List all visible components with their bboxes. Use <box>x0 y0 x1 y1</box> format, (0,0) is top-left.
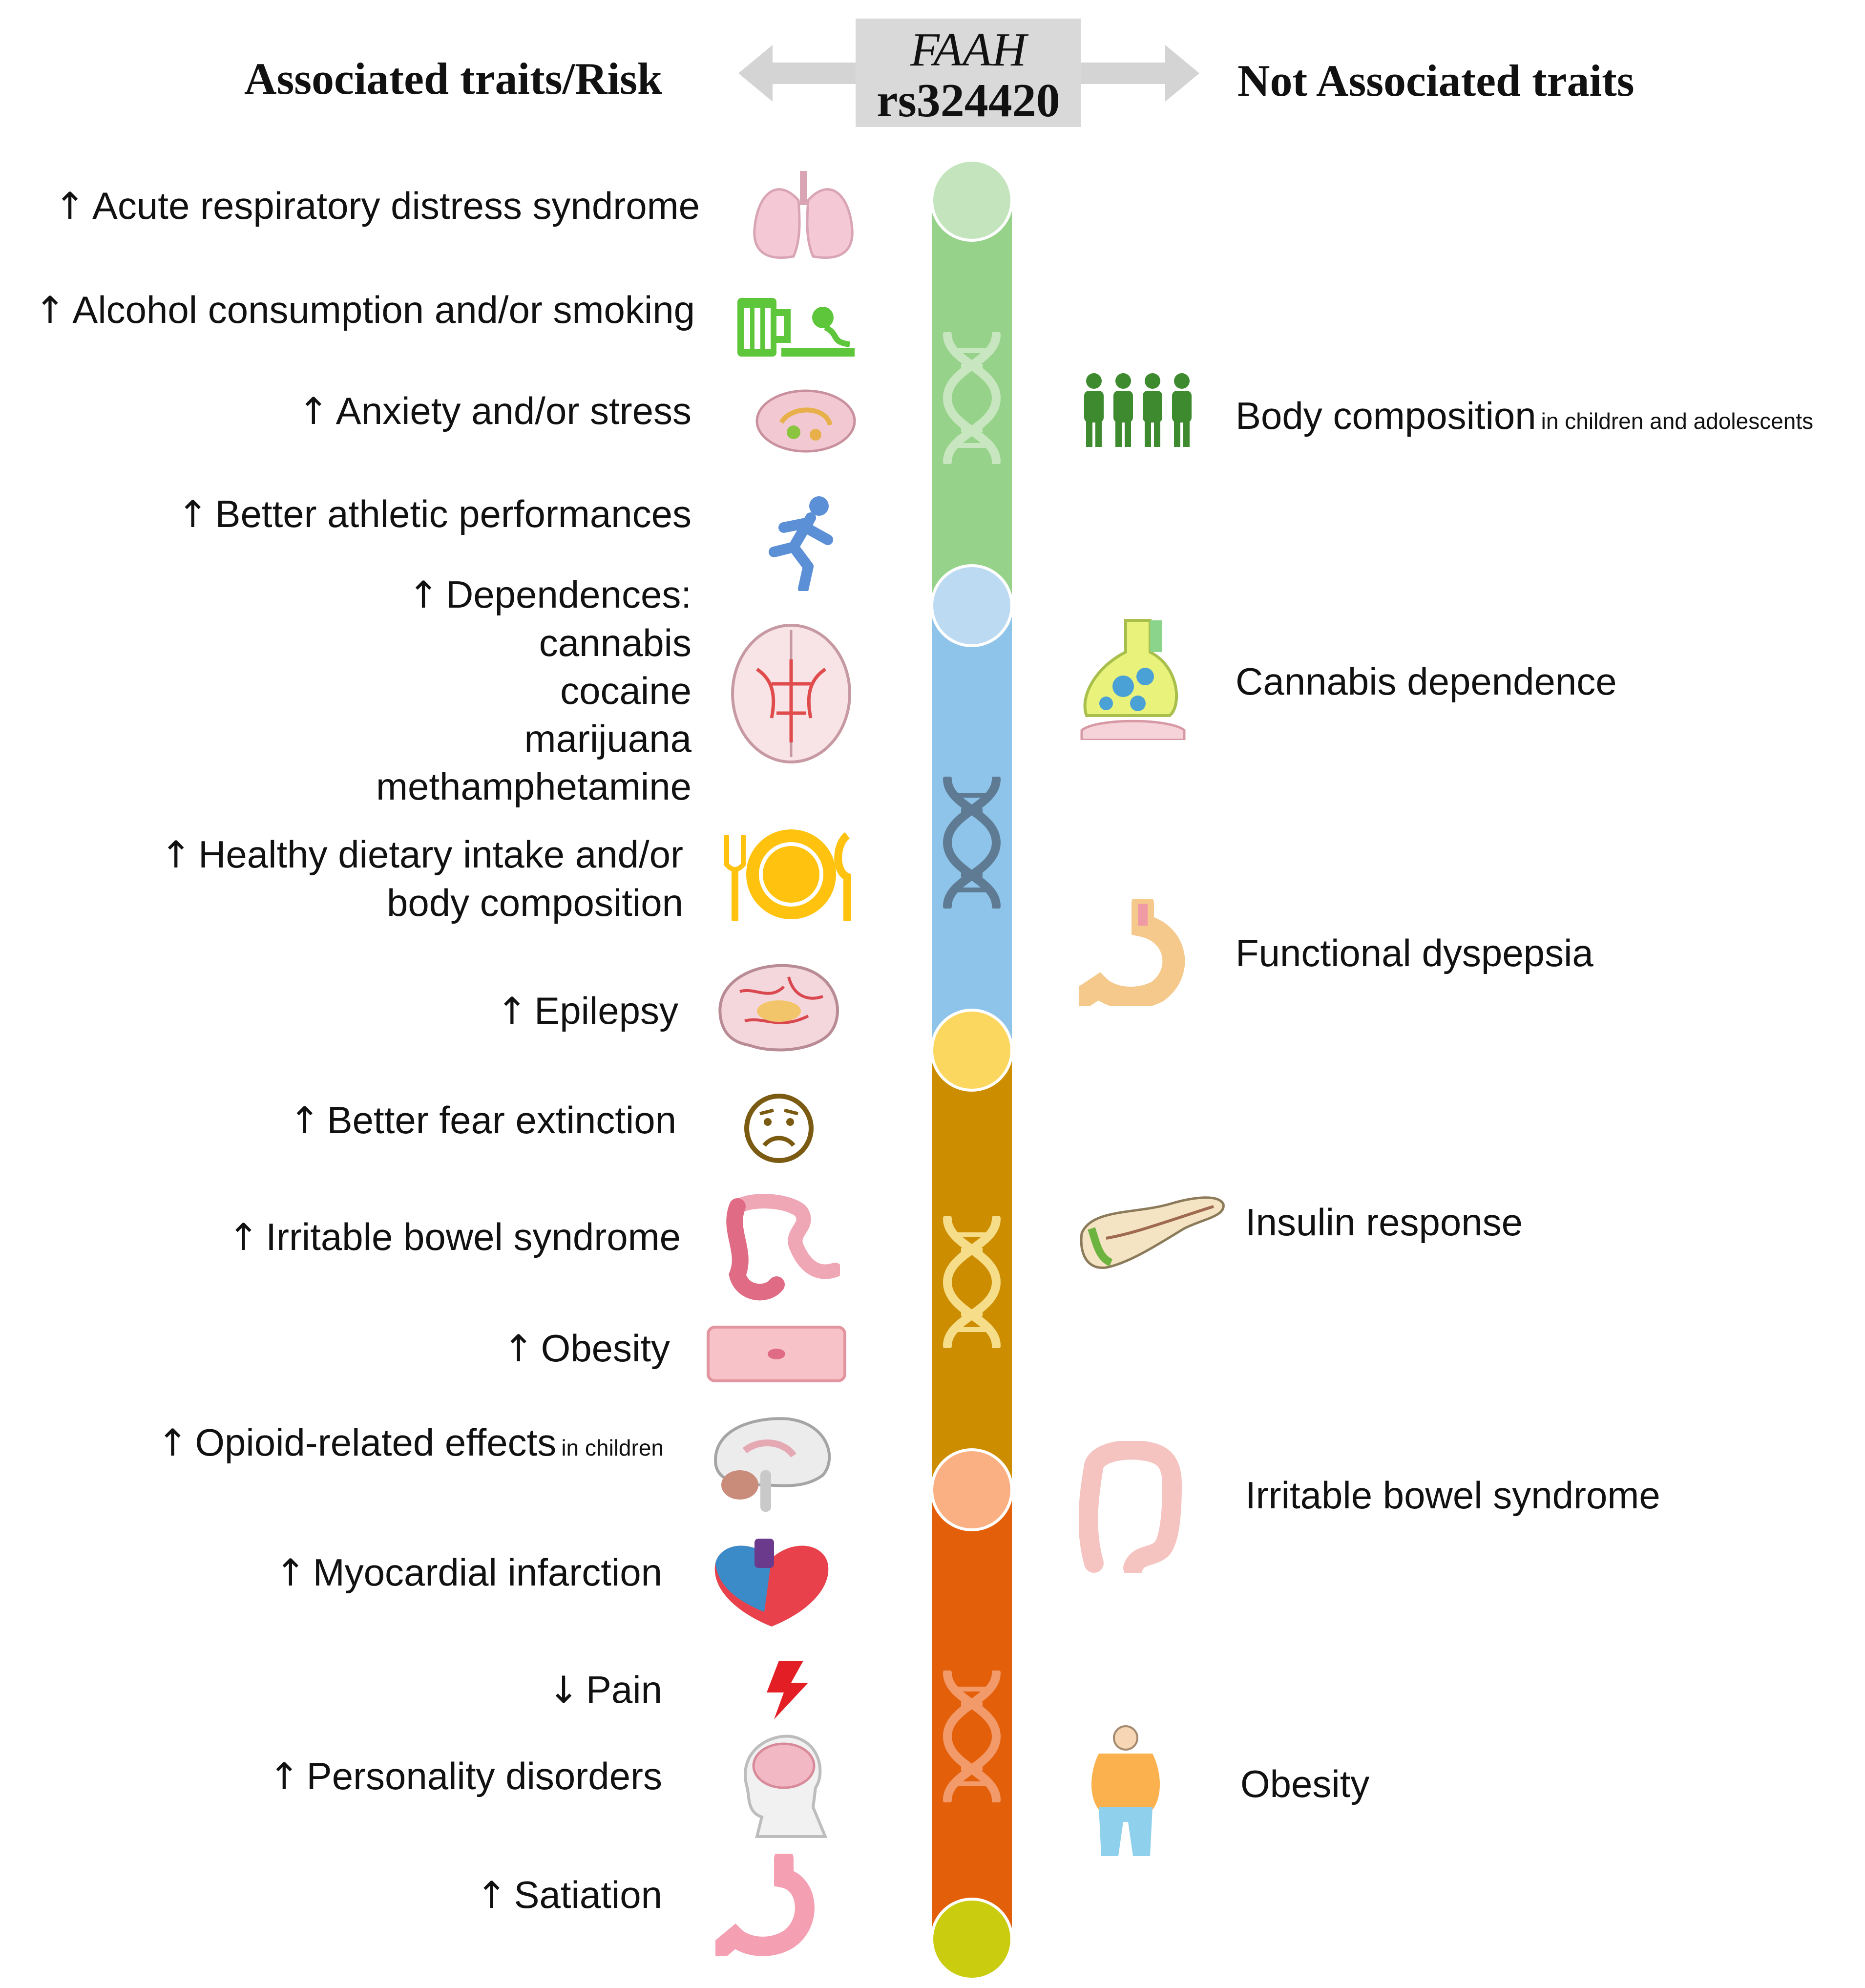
trait-fear-extinction: ↑Better fear extinction <box>289 1099 676 1142</box>
up-arrow-icon: ↑ <box>54 184 85 228</box>
right-arrow <box>1081 45 1199 102</box>
up-arrow-icon: ↑ <box>408 573 439 616</box>
gene-name: FAAH <box>910 23 1027 76</box>
trait-alcohol-smoking: ↑Alcohol consumption and/or smoking <box>34 288 695 332</box>
stomach-icon <box>715 1854 815 1956</box>
runner-icon <box>769 496 833 591</box>
worried-face-icon <box>744 1094 814 1163</box>
up-arrow-icon: ↑ <box>503 1327 534 1370</box>
gene-box: FAAH rs324420 <box>856 19 1081 127</box>
bar-node <box>930 1448 1013 1531</box>
brain-side-icon <box>718 964 839 1052</box>
trait-na-insulin: Insulin response <box>1245 1201 1523 1244</box>
intestine-icon <box>726 1194 840 1301</box>
up-arrow-icon: ↑ <box>34 288 66 332</box>
trait-satiation: ↑Satiation <box>476 1873 662 1917</box>
bar-node <box>930 1009 1013 1092</box>
trait-na-ibs: Irritable bowel syndrome <box>1245 1474 1660 1517</box>
bar-node <box>930 159 1013 242</box>
trait-personality: ↑Personality disorders <box>268 1755 662 1798</box>
colon-icon <box>1079 1441 1182 1573</box>
bar-segment-green <box>932 200 1012 625</box>
trait-dietary: ↑Healthy dietary intake and/or body comp… <box>160 833 683 924</box>
trait-na-cannabis: Cannabis dependence <box>1236 660 1617 703</box>
up-arrow-icon: ↑ <box>268 1755 300 1798</box>
bar-node <box>930 564 1013 647</box>
brain-vessels-icon <box>731 624 851 763</box>
beer-cigarette-icon <box>737 298 855 357</box>
trait-epilepsy: ↑Epilepsy <box>496 989 678 1033</box>
adipocyte-icon <box>707 1326 846 1382</box>
trait-obesity: ↑Obesity <box>503 1327 670 1370</box>
up-arrow-icon: ↑ <box>157 1421 189 1464</box>
trait-anxiety-stress: ↑Anxiety and/or stress <box>297 389 692 433</box>
trait-pain: ↓Pain <box>548 1668 662 1712</box>
brain-section-icon <box>713 1417 831 1512</box>
up-arrow-icon: ↑ <box>289 1099 320 1142</box>
lightning-icon <box>767 1661 808 1719</box>
up-arrow-icon: ↑ <box>160 833 192 876</box>
associated-traits-title: Associated traits/Risk <box>244 54 663 104</box>
bar-segment-blue <box>932 606 1012 1050</box>
bar-node <box>930 1898 1013 1981</box>
heart-icon <box>714 1539 829 1627</box>
up-arrow-icon: ↑ <box>177 492 209 536</box>
up-arrow-icon: ↑ <box>275 1551 306 1594</box>
synapse-icon <box>1080 619 1186 740</box>
pancreas-icon <box>1080 1196 1225 1269</box>
down-arrow-icon: ↓ <box>548 1668 579 1712</box>
up-arrow-icon: ↑ <box>476 1873 507 1917</box>
trait-ards: ↑Acute respiratory distress syndrome <box>54 184 700 228</box>
central-bar <box>930 159 1013 1981</box>
lungs-icon <box>753 171 854 259</box>
trait-ibs: ↑Irritable bowel syndrome <box>228 1215 681 1259</box>
header-arrows <box>738 45 1199 102</box>
up-arrow-icon: ↑ <box>496 989 528 1033</box>
obese-person-icon <box>1091 1725 1160 1856</box>
up-arrow-icon: ↑ <box>297 389 329 433</box>
trait-dependences: ↑Dependences: cannabis cocaine marijuana… <box>376 573 692 808</box>
not-associated-traits-title: Not Associated traits <box>1237 56 1634 106</box>
head-brain-icon <box>744 1734 828 1838</box>
people-group-icon <box>1084 373 1192 447</box>
left-arrow <box>738 45 856 102</box>
trait-na-dyspepsia: Functional dyspepsia <box>1236 931 1593 974</box>
bar-segment-orange <box>932 1490 1012 1939</box>
up-arrow-icon: ↑ <box>228 1215 259 1259</box>
bar-segment-ochre <box>932 1050 1012 1490</box>
snp-id: rs324420 <box>877 74 1060 127</box>
plate-cutlery-icon <box>724 829 851 921</box>
trait-athletic: ↑Better athletic performances <box>177 492 692 536</box>
stomach-icon <box>1079 899 1185 1006</box>
trait-na-obesity: Obesity <box>1240 1762 1370 1805</box>
trait-myocardial: ↑Myocardial infarction <box>275 1551 662 1594</box>
brain-limbic-icon <box>755 389 856 453</box>
